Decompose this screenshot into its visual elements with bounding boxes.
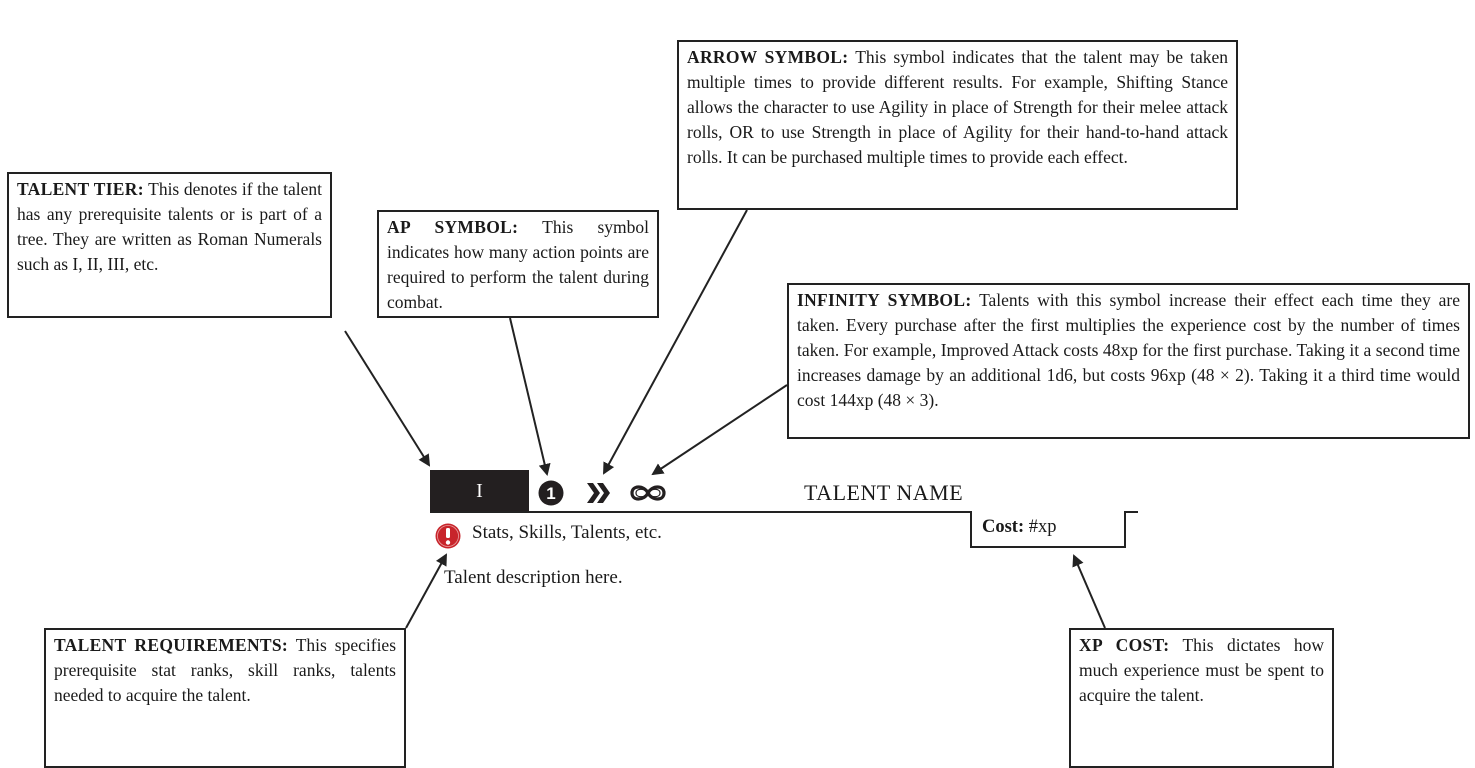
- callout-infinity-symbol: INFINITY SYMBOL: Talents with this symbo…: [787, 283, 1470, 439]
- talent-divider: [430, 511, 1138, 513]
- talent-cost-box: Cost: #xp: [970, 511, 1126, 548]
- warning-icon: [435, 523, 461, 549]
- talent-requirements-text: Stats, Skills, Talents, etc.: [472, 522, 662, 543]
- callout-xp-cost: XP COST: This dictates how much experien…: [1069, 628, 1334, 768]
- talent-description: Talent description here.: [444, 567, 623, 588]
- callout-talent-requirements: TALENT REQUIREMENTS: This specifies prer…: [44, 628, 406, 768]
- callout-arrow-symbol: ARROW SYMBOL: This symbol indicates that…: [677, 40, 1238, 210]
- callout-body: This dictates how much experience must b…: [1079, 635, 1325, 705]
- arrow-leader: [603, 209, 748, 475]
- callout-heading: INFINITY SYMBOL:: [797, 290, 972, 310]
- requirements-leader: [405, 553, 447, 629]
- infinity-icon: [630, 485, 666, 501]
- ap-circle-icon: 1: [538, 480, 564, 506]
- callout-heading: XP COST:: [1079, 635, 1170, 655]
- cost-label: Cost:: [982, 517, 1025, 537]
- tier-leader: [344, 330, 431, 467]
- talent-name: TALENT NAME: [804, 480, 964, 505]
- talent-tier-block: I: [430, 470, 529, 513]
- callout-talent-tier: TALENT TIER: This denotes if the talent …: [7, 172, 332, 318]
- callout-heading: TALENT REQUIREMENTS:: [54, 635, 289, 655]
- cost-value: #xp: [1028, 517, 1057, 537]
- callout-heading: ARROW SYMBOL:: [687, 47, 849, 67]
- callout-body: Talents with this symbol increase their …: [797, 290, 1460, 410]
- callout-body: This symbol indicates that the talent ma…: [687, 47, 1228, 167]
- callout-body: This specifies prerequisite stat ranks, …: [54, 635, 397, 705]
- double-chevron-icon: [587, 483, 610, 503]
- callout-heading: AP SYMBOL:: [387, 217, 519, 237]
- ap-value: 1: [546, 484, 555, 503]
- callout-ap-symbol: AP SYMBOL: This symbol indicates how man…: [377, 210, 659, 318]
- infinity-leader: [651, 384, 788, 476]
- callout-body: This denotes if the talent has any prere…: [17, 179, 322, 274]
- xp-leader: [1072, 554, 1106, 629]
- talent-tier-label: I: [476, 480, 483, 502]
- callout-body: This symbol indicates how many action po…: [387, 217, 649, 312]
- callout-heading: TALENT TIER:: [17, 179, 144, 199]
- ap-leader: [509, 317, 551, 476]
